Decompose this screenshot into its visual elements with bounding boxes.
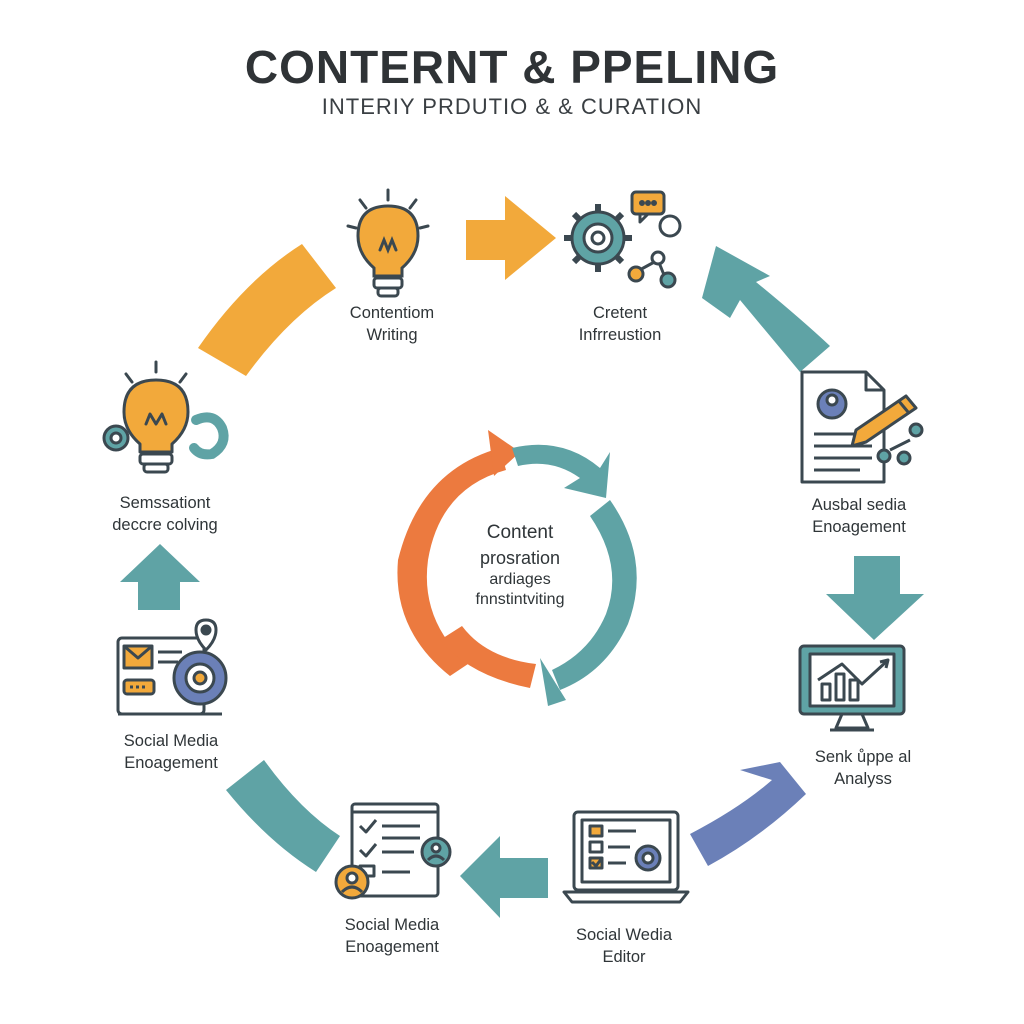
node-label-bottom-left: Social Media Enoagement xyxy=(312,914,472,958)
document-pen-icon xyxy=(800,370,924,484)
node-label-top-left: Contentiom Writing xyxy=(312,302,472,346)
outer-arrow-top-left xyxy=(198,244,336,376)
outer-arrow-top-right xyxy=(702,246,830,372)
gear-network-icon xyxy=(564,190,682,289)
outer-arrow-left xyxy=(120,544,200,610)
node-label-line: Social Wedia xyxy=(576,926,672,944)
node-label-line: Analyss xyxy=(834,770,892,788)
chart-monitor-icon xyxy=(798,644,906,732)
node-label-left-lower: Social Media Enoagement xyxy=(86,730,256,774)
center-arrowhead-teal-bottom xyxy=(540,658,566,706)
node-label-line: Social Media xyxy=(344,916,440,934)
lightbulb-icon xyxy=(346,188,430,298)
center-arc-orange-outer xyxy=(397,448,506,676)
node-label-line: Enoagement xyxy=(812,518,906,536)
center-arc-orange-inner xyxy=(440,626,536,688)
node-label-line: Cretent xyxy=(592,304,648,322)
page-subtitle: INTERIY PRDUTIO & & CURATION xyxy=(321,94,703,119)
center-label-line2: prosration xyxy=(479,548,561,568)
lightbulb-gears-icon xyxy=(102,360,229,474)
node-label-line: Writing xyxy=(366,326,418,344)
outer-arrow-top xyxy=(466,196,556,280)
center-label-line3: ardiages xyxy=(489,571,551,588)
node-label-line: Semssationt xyxy=(119,494,211,512)
outer-arrow-bottom-left xyxy=(226,760,340,872)
node-label-right-lower: Senk ůppe al Analyss xyxy=(778,746,948,790)
node-label-line: deccre colving xyxy=(112,516,218,534)
center-arc-teal-upper xyxy=(512,444,610,498)
center-label-line4: fnnstintviting xyxy=(475,591,565,608)
node-label-line: Senk ůppe al xyxy=(814,748,912,766)
node-label-line: Infrreustion xyxy=(578,326,662,344)
laptop-checklist-icon xyxy=(562,810,690,904)
center-arrowhead-orange-top xyxy=(488,430,520,476)
center-label-line1: Content xyxy=(486,522,554,543)
node-label-right-upper: Ausbal sedia Enoagement xyxy=(774,494,944,538)
node-label-line: Contentiom xyxy=(349,304,435,322)
page-title: CONTERNT & PPELING xyxy=(244,41,780,93)
node-label-top-right: Cretent Infrreustion xyxy=(540,302,700,346)
node-label-line: Ausbal sedia xyxy=(811,496,907,514)
checklist-users-icon xyxy=(334,802,452,900)
browser-gear-icon xyxy=(116,618,228,716)
center-label: Content prosration ardiages fnnstintviti… xyxy=(430,520,610,610)
node-label-line: Social Media xyxy=(123,732,219,750)
node-label-left-upper: Semssationt deccre colving xyxy=(80,492,250,536)
outer-arrow-right xyxy=(826,556,924,640)
outer-arrow-bottom-right xyxy=(690,762,806,866)
node-label-line: Enoagement xyxy=(345,938,439,956)
node-label-bottom-right: Social Wedia Editor xyxy=(544,924,704,968)
outer-arrow-bottom xyxy=(460,836,548,918)
node-label-line: Editor xyxy=(602,948,646,966)
center-arc-teal-right xyxy=(552,500,637,690)
node-label-line: Enoagement xyxy=(124,754,218,772)
